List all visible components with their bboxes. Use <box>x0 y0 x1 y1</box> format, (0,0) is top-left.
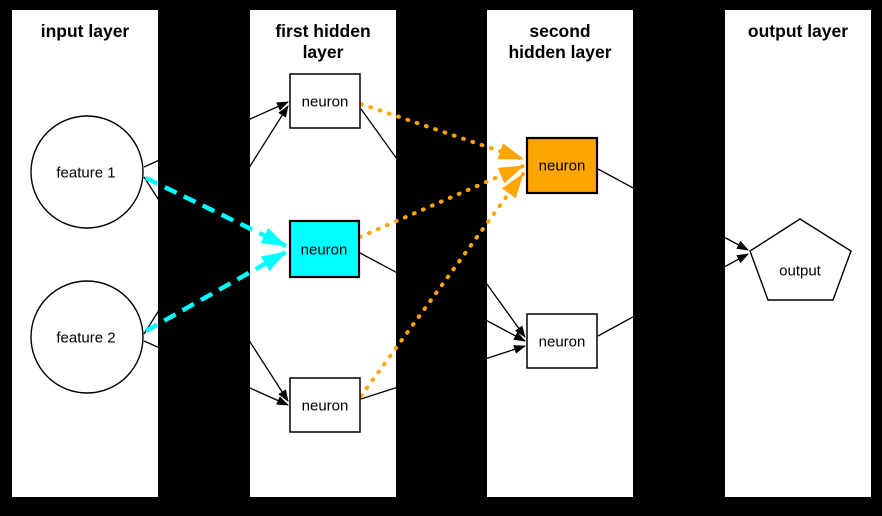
hidden2-top-label: neuron <box>538 157 586 175</box>
edge-hidden2-top-to-output <box>597 168 749 251</box>
first-hidden-title-line2: layer <box>302 42 344 62</box>
feature1-label: feature 1 <box>56 164 116 182</box>
output-layer-title: output layer <box>725 21 871 42</box>
highlight-edge-hidden1-middle-to-hidden2-top <box>358 164 525 239</box>
input-layer-title: input layer <box>12 21 158 42</box>
node-hidden1-middle <box>288 219 361 279</box>
highlight-edge-feature1-to-hidden1-middle <box>145 175 287 249</box>
feature2-label: feature 2 <box>56 329 116 347</box>
hidden2-bottom-label: neuron <box>538 333 586 351</box>
hidden1-top-label: neuron <box>301 93 349 111</box>
second-hidden-layer-title: second hidden layer <box>487 21 633 63</box>
node-hidden2-bottom <box>526 313 598 369</box>
first-hidden-title-line1: first hidden <box>275 21 371 41</box>
output-layer-title-line1: output layer <box>747 21 849 41</box>
highlight-edge-hidden1-bottom-to-hidden2-top <box>359 172 525 398</box>
edge-hidden2-bottom-to-output <box>597 253 749 337</box>
node-hidden1-bottom <box>289 377 361 433</box>
hidden1-middle-label: neuron <box>300 241 348 259</box>
node-feature-1 <box>30 115 144 229</box>
panel-second-hidden-layer: second hidden layer <box>487 10 633 497</box>
panel-input-layer: input layer <box>12 10 158 497</box>
edge-feature2-to-hidden1-bottom <box>143 340 289 406</box>
edge-hidden1-middle-to-hidden2-bottom <box>359 252 526 342</box>
edge-feature1-to-hidden1-bottom <box>143 176 289 402</box>
edge-feature1-to-hidden1-top <box>143 101 289 168</box>
node-output <box>749 218 852 301</box>
node-hidden2-top <box>525 136 599 195</box>
second-hidden-title-line1: second <box>529 21 591 41</box>
input-layer-title-line1: input layer <box>40 21 130 41</box>
edge-feature2-to-hidden1-top <box>143 105 289 335</box>
second-hidden-title-line2: hidden layer <box>508 42 612 62</box>
hidden1-bottom-label: neuron <box>301 397 349 415</box>
highlight-edge-feature2-to-hidden1-middle <box>144 250 288 333</box>
edge-hidden1-bottom-to-hidden2-bottom <box>360 345 526 400</box>
output-label: output <box>779 262 821 280</box>
highlight-edge-hidden1-top-to-hidden2-top <box>359 102 525 161</box>
edge-hidden1-top-to-hidden2-bottom <box>360 108 526 338</box>
first-hidden-layer-title: first hidden layer <box>250 21 396 63</box>
node-hidden1-top <box>289 73 361 129</box>
node-feature-2 <box>30 280 144 394</box>
